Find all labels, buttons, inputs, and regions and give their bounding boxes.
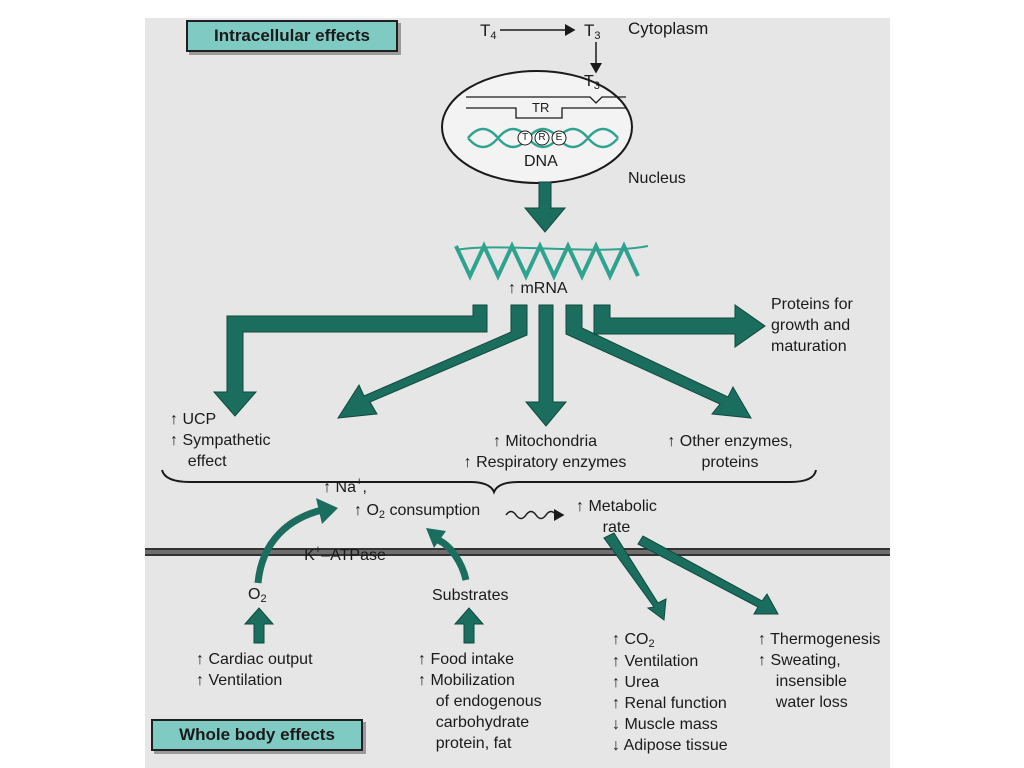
other-enzymes-label: ↑ Other enzymes, proteins xyxy=(667,433,793,471)
arrow-to-proteins xyxy=(593,304,766,348)
curly-brace xyxy=(161,469,817,495)
tr-label: TR xyxy=(532,100,550,115)
substrates-curved-arrow-head xyxy=(426,528,446,548)
t4-label: T4 xyxy=(480,21,497,42)
co2-label: ↑ CO2 xyxy=(612,631,655,650)
mitochondria-label: ↑ Mitochondria ↑ Respiratory enzymes xyxy=(463,433,627,471)
o2-curved-arrow-head xyxy=(316,498,338,524)
mrna-helix-back xyxy=(455,245,649,251)
tre-circle-r xyxy=(534,130,550,146)
na-k-atpase-label: ↑ Na+, K+–ATPase xyxy=(304,476,386,564)
arrow-to-mitochondria xyxy=(524,304,568,427)
substrates-curved-arrow xyxy=(436,536,470,581)
arrow-to-na-k-atpase xyxy=(337,304,528,419)
mrna-helix xyxy=(454,241,640,281)
tre-e: E xyxy=(555,132,563,143)
tre-r: R xyxy=(538,132,546,143)
tre-circle-e xyxy=(551,130,567,146)
cell-membrane xyxy=(145,548,890,556)
metabolic-rate-label: ↑ Metabolic rate xyxy=(576,498,657,536)
food-up-arrow xyxy=(453,607,485,644)
o2-curved-arrow xyxy=(254,506,323,584)
arrow-to-ucp xyxy=(212,304,488,417)
whole-body-effects-box: Whole body effects xyxy=(151,719,363,751)
cardiac-ventilation-label: ↑ Cardiac output ↑ Ventilation xyxy=(196,651,313,689)
respiratory-effects-label: ↑ Ventilation ↑ Urea ↑ Renal function ↓ … xyxy=(612,653,728,754)
nucleus-label: Nucleus xyxy=(628,170,686,187)
thermogenesis-label: ↑ Thermogenesis ↑ Sweating, insensible w… xyxy=(758,631,881,711)
cardiac-up-arrow xyxy=(243,607,275,644)
intracellular-effects-box: Intracellular effects xyxy=(186,20,398,52)
t3-nuclear-label: T3 xyxy=(584,73,600,92)
ucp-sympathetic-label: ↑ UCP ↑ Sympathetic effect xyxy=(170,411,271,470)
metabolic-to-thermogenesis-arrow xyxy=(637,535,779,615)
mrna-label: ↑ mRNA xyxy=(508,280,568,297)
nucleus-ellipse xyxy=(441,70,633,184)
o2-consumption-label: ↑ O2 consumption xyxy=(354,502,481,521)
t3-label: T3 xyxy=(584,21,601,42)
arrow-to-other-enzymes xyxy=(565,304,752,419)
thyroid-receptor-shape xyxy=(466,96,626,119)
nucleus-to-mrna-arrow xyxy=(523,181,567,233)
proteins-growth-label: Proteins for growth and maturation xyxy=(771,296,853,355)
metabolic-to-co2-arrow xyxy=(603,532,667,621)
o2-label: O2 xyxy=(248,586,267,605)
dna-label: DNA xyxy=(524,153,558,170)
substrates-label: Substrates xyxy=(432,587,509,604)
tre-t: T xyxy=(521,132,529,143)
food-intake-label: ↑ Food intake ↑ Mobilization of endogeno… xyxy=(418,651,542,752)
cytoplasm-label: Cytoplasm xyxy=(628,19,709,38)
tre-circle-t xyxy=(517,130,533,146)
squiggle-arrow xyxy=(505,509,565,521)
dna-helix xyxy=(467,127,619,149)
